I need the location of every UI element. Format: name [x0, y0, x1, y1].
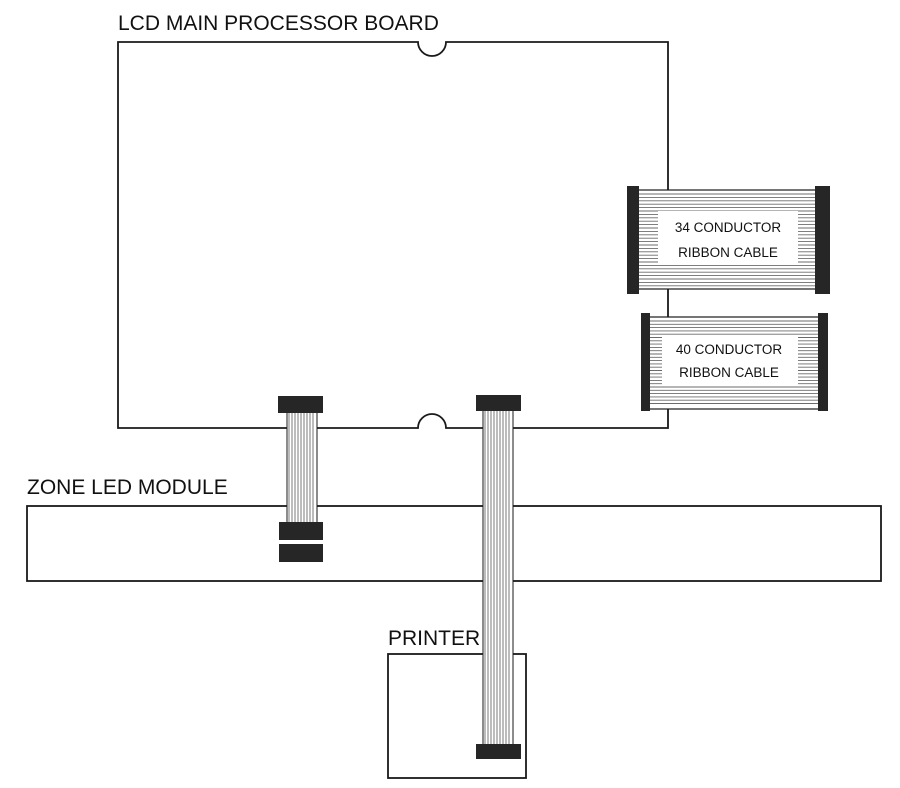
- cable-label-background: [658, 211, 798, 263]
- printer-label: PRINTER: [388, 627, 480, 650]
- cable-label-line1: 34 CONDUCTOR: [675, 220, 782, 235]
- printer-connector: [476, 744, 521, 759]
- lcd-main-processor-board: [117, 41, 669, 429]
- ribbon-wire-lines: [484, 410, 510, 746]
- cable-label-line2: RIBBON CABLE: [678, 245, 778, 260]
- zone-led-module-label: ZONE LED MODULE: [27, 476, 228, 499]
- cable-label-line1: 40 CONDUCTOR: [676, 342, 783, 357]
- ribbon-wires: [482, 407, 514, 751]
- printer-ribbon-cable: [476, 395, 521, 759]
- cable-connector-left: [641, 313, 650, 411]
- cable-label-line2: RIBBON CABLE: [679, 365, 779, 380]
- cable-label-background: [662, 335, 798, 385]
- zone-module-header: [279, 544, 323, 562]
- cable-connector-right: [818, 313, 828, 411]
- main-board-label: LCD MAIN PROCESSOR BOARD: [118, 12, 439, 35]
- cable-connector-left: [627, 186, 639, 294]
- ribbon-wires: [286, 409, 318, 526]
- ribbon-wire-lines: [288, 412, 314, 523]
- zone-module-ribbon-cable: [278, 396, 323, 562]
- board-connector: [476, 395, 521, 411]
- ribbon-cable-40-conductor: 40 CONDUCTOR RIBBON CABLE: [641, 313, 828, 411]
- zone-module-connector: [279, 522, 323, 540]
- zone-led-module: [26, 505, 882, 582]
- ribbon-cable-34-conductor: 34 CONDUCTOR RIBBON CABLE: [627, 186, 830, 294]
- board-connector: [278, 396, 323, 413]
- cable-connector-right: [815, 186, 830, 294]
